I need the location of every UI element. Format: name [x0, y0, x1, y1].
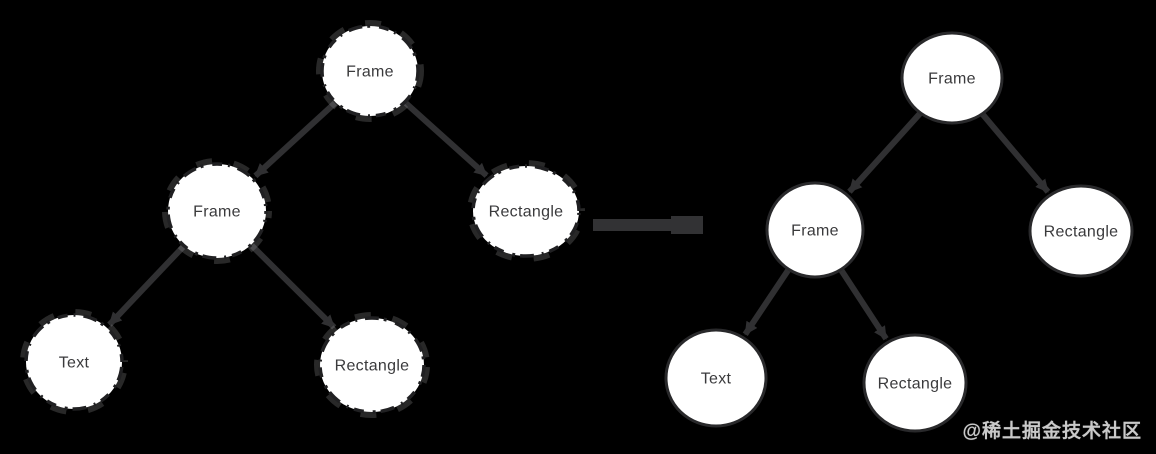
node-label-rectangle-leaf: Rectangle [335, 358, 410, 375]
tree-edge [249, 243, 337, 330]
node-label-text-leaf: Text [59, 355, 90, 372]
tree-edge [253, 100, 337, 179]
watermark: @稀土掘金技术社区 [962, 421, 1142, 442]
tree-edge [403, 100, 489, 178]
tree-node-text-leaf [664, 328, 768, 428]
tree-edge [742, 268, 791, 336]
tree-node-rectangle-child [1028, 184, 1134, 278]
node-label-rectangle-child: Rectangle [1044, 224, 1119, 241]
node-label-rectangle-child: Rectangle [489, 204, 564, 221]
node-halo [316, 20, 424, 122]
node-halo [314, 312, 430, 418]
node-halo [467, 160, 585, 262]
tree-edge [107, 244, 186, 327]
tree-node-frame-root [900, 31, 1004, 125]
transform-connector-arrow [593, 216, 703, 234]
tree-node-text-leaf [24, 313, 124, 411]
node-label-text-leaf: Text [701, 371, 732, 388]
tree-edge [838, 268, 889, 341]
tree-edge [980, 112, 1051, 194]
tree-node-frame-child [166, 162, 268, 260]
node-label-frame-child: Frame [791, 223, 839, 240]
node-label-rectangle-leaf: Rectangle [878, 376, 953, 393]
tree-node-rectangle-child [471, 164, 581, 258]
node-halo [162, 158, 272, 264]
tree-node-rectangle-leaf [318, 316, 426, 414]
tree-node-rectangle-leaf [862, 333, 968, 433]
node-label-frame-root: Frame [346, 64, 394, 81]
node-halo [20, 309, 128, 415]
tree-node-frame-child [765, 181, 865, 279]
tree-node-frame-root [320, 24, 420, 118]
node-label-frame-root: Frame [928, 71, 976, 88]
tree-edge [847, 111, 923, 194]
node-label-frame-child: Frame [193, 204, 241, 221]
